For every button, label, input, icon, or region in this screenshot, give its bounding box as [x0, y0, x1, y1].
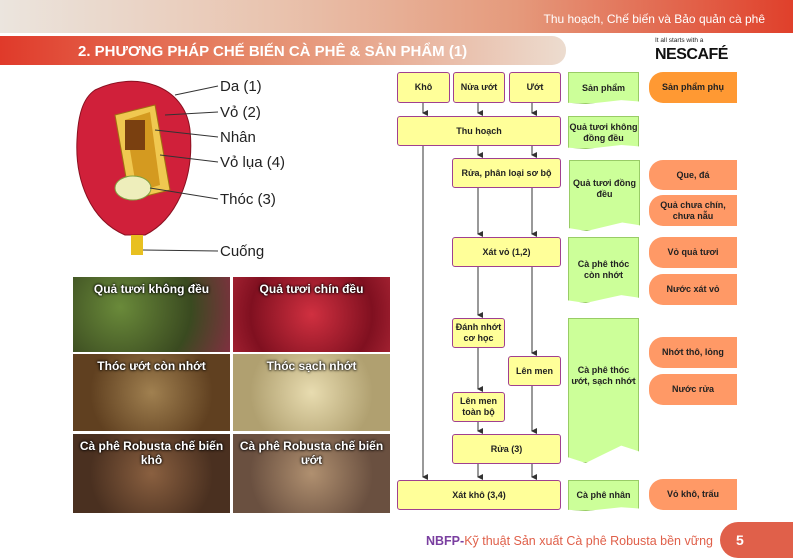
- photo-wet-processed: Cà phê Robusta chế biến ướt: [233, 434, 390, 513]
- page-number: 5: [720, 522, 793, 558]
- byproduct-fresh-pulp: Vỏ quả tươi: [649, 237, 737, 268]
- coffee-cherry-diagram: [76, 80, 219, 255]
- method-wet: Ướt: [509, 72, 561, 103]
- footer-title: Kỹ thuật Sản xuất Cà phê Robusta bền vữn…: [464, 534, 713, 548]
- footer-text: NBFP-Kỹ thuật Sản xuất Cà phê Robusta bề…: [426, 534, 713, 548]
- top-band: [0, 0, 793, 33]
- product-even-cherries: Quả tươi đồng đều: [569, 160, 640, 231]
- photo-clean-parchment: Thóc sạch nhớt: [233, 354, 390, 431]
- byproduct-mucilage: Nhớt thô, lỏng: [649, 337, 737, 368]
- method-semi-wet: Nửa ướt: [453, 72, 505, 103]
- step-hull: Xát khô (3,4): [397, 480, 561, 510]
- photo-ripe-cherries: Quả tươi chín đều: [233, 277, 390, 352]
- product-parchment-mucilage: Cà phê thóc còn nhớt: [568, 237, 639, 303]
- label-silverskin: Vỏ lụa (4): [220, 154, 286, 171]
- label-pulp: Vỏ (2): [220, 104, 261, 121]
- product-green-bean: Cà phê nhân: [568, 480, 639, 511]
- byproduct-husk: Vỏ khô, trấu: [649, 479, 737, 510]
- footer-brand: NBFP-: [425, 534, 465, 548]
- byproducts-header: Sản phẩm phụ: [649, 72, 737, 103]
- page-title: 2. PHƯƠNG PHÁP CHẾ BIẾN CÀ PHÊ & SẢN PHẨ…: [78, 43, 468, 60]
- step-sort: Rửa, phân loại sơ bộ: [452, 158, 561, 188]
- byproduct-pulping-water: Nước xát vỏ: [649, 274, 737, 305]
- step-ferment: Lên men: [508, 356, 561, 386]
- photo-unripe-cherries: Quả tươi không đều: [73, 277, 230, 352]
- label-bean: Nhân: [220, 129, 256, 146]
- product-uneven-cherries: Quả tươi không đồng đều: [568, 116, 639, 149]
- step-pulp: Xát vỏ (1,2): [452, 237, 561, 267]
- product-clean-parchment: Cà phê thóc ướt, sạch nhớt: [568, 318, 639, 463]
- method-dry: Khô: [397, 72, 450, 103]
- label-skin: Da (1): [220, 78, 262, 95]
- label-parchment: Thóc (3): [220, 191, 276, 208]
- byproduct-wash-water: Nước rửa: [649, 374, 737, 405]
- nescafe-logo: NESCAFÉ: [655, 46, 728, 63]
- byproduct-sticks-stones: Que, đá: [649, 160, 737, 190]
- products-header: Sản phẩm: [568, 72, 639, 104]
- label-stem: Cuống: [220, 243, 265, 260]
- logo-tagline: It all starts with a: [655, 37, 704, 44]
- title-bar: [0, 36, 566, 65]
- section-subtitle: Thu hoạch, Chế biến và Bảo quản cà phê: [543, 12, 766, 26]
- photo-wet-parchment: Thóc ướt còn nhớt: [73, 354, 230, 431]
- photo-dry-processed: Cà phê Robusta chế biến khô: [73, 434, 230, 513]
- step-demucilage: Đánh nhớt cơ học: [452, 318, 505, 348]
- step-wash: Rửa (3): [452, 434, 561, 464]
- byproduct-unripe: Quả chưa chín, chưa nẫu: [649, 195, 737, 226]
- step-harvest: Thu hoạch: [397, 116, 561, 146]
- step-ferment-full: Lên men toàn bộ: [452, 392, 505, 422]
